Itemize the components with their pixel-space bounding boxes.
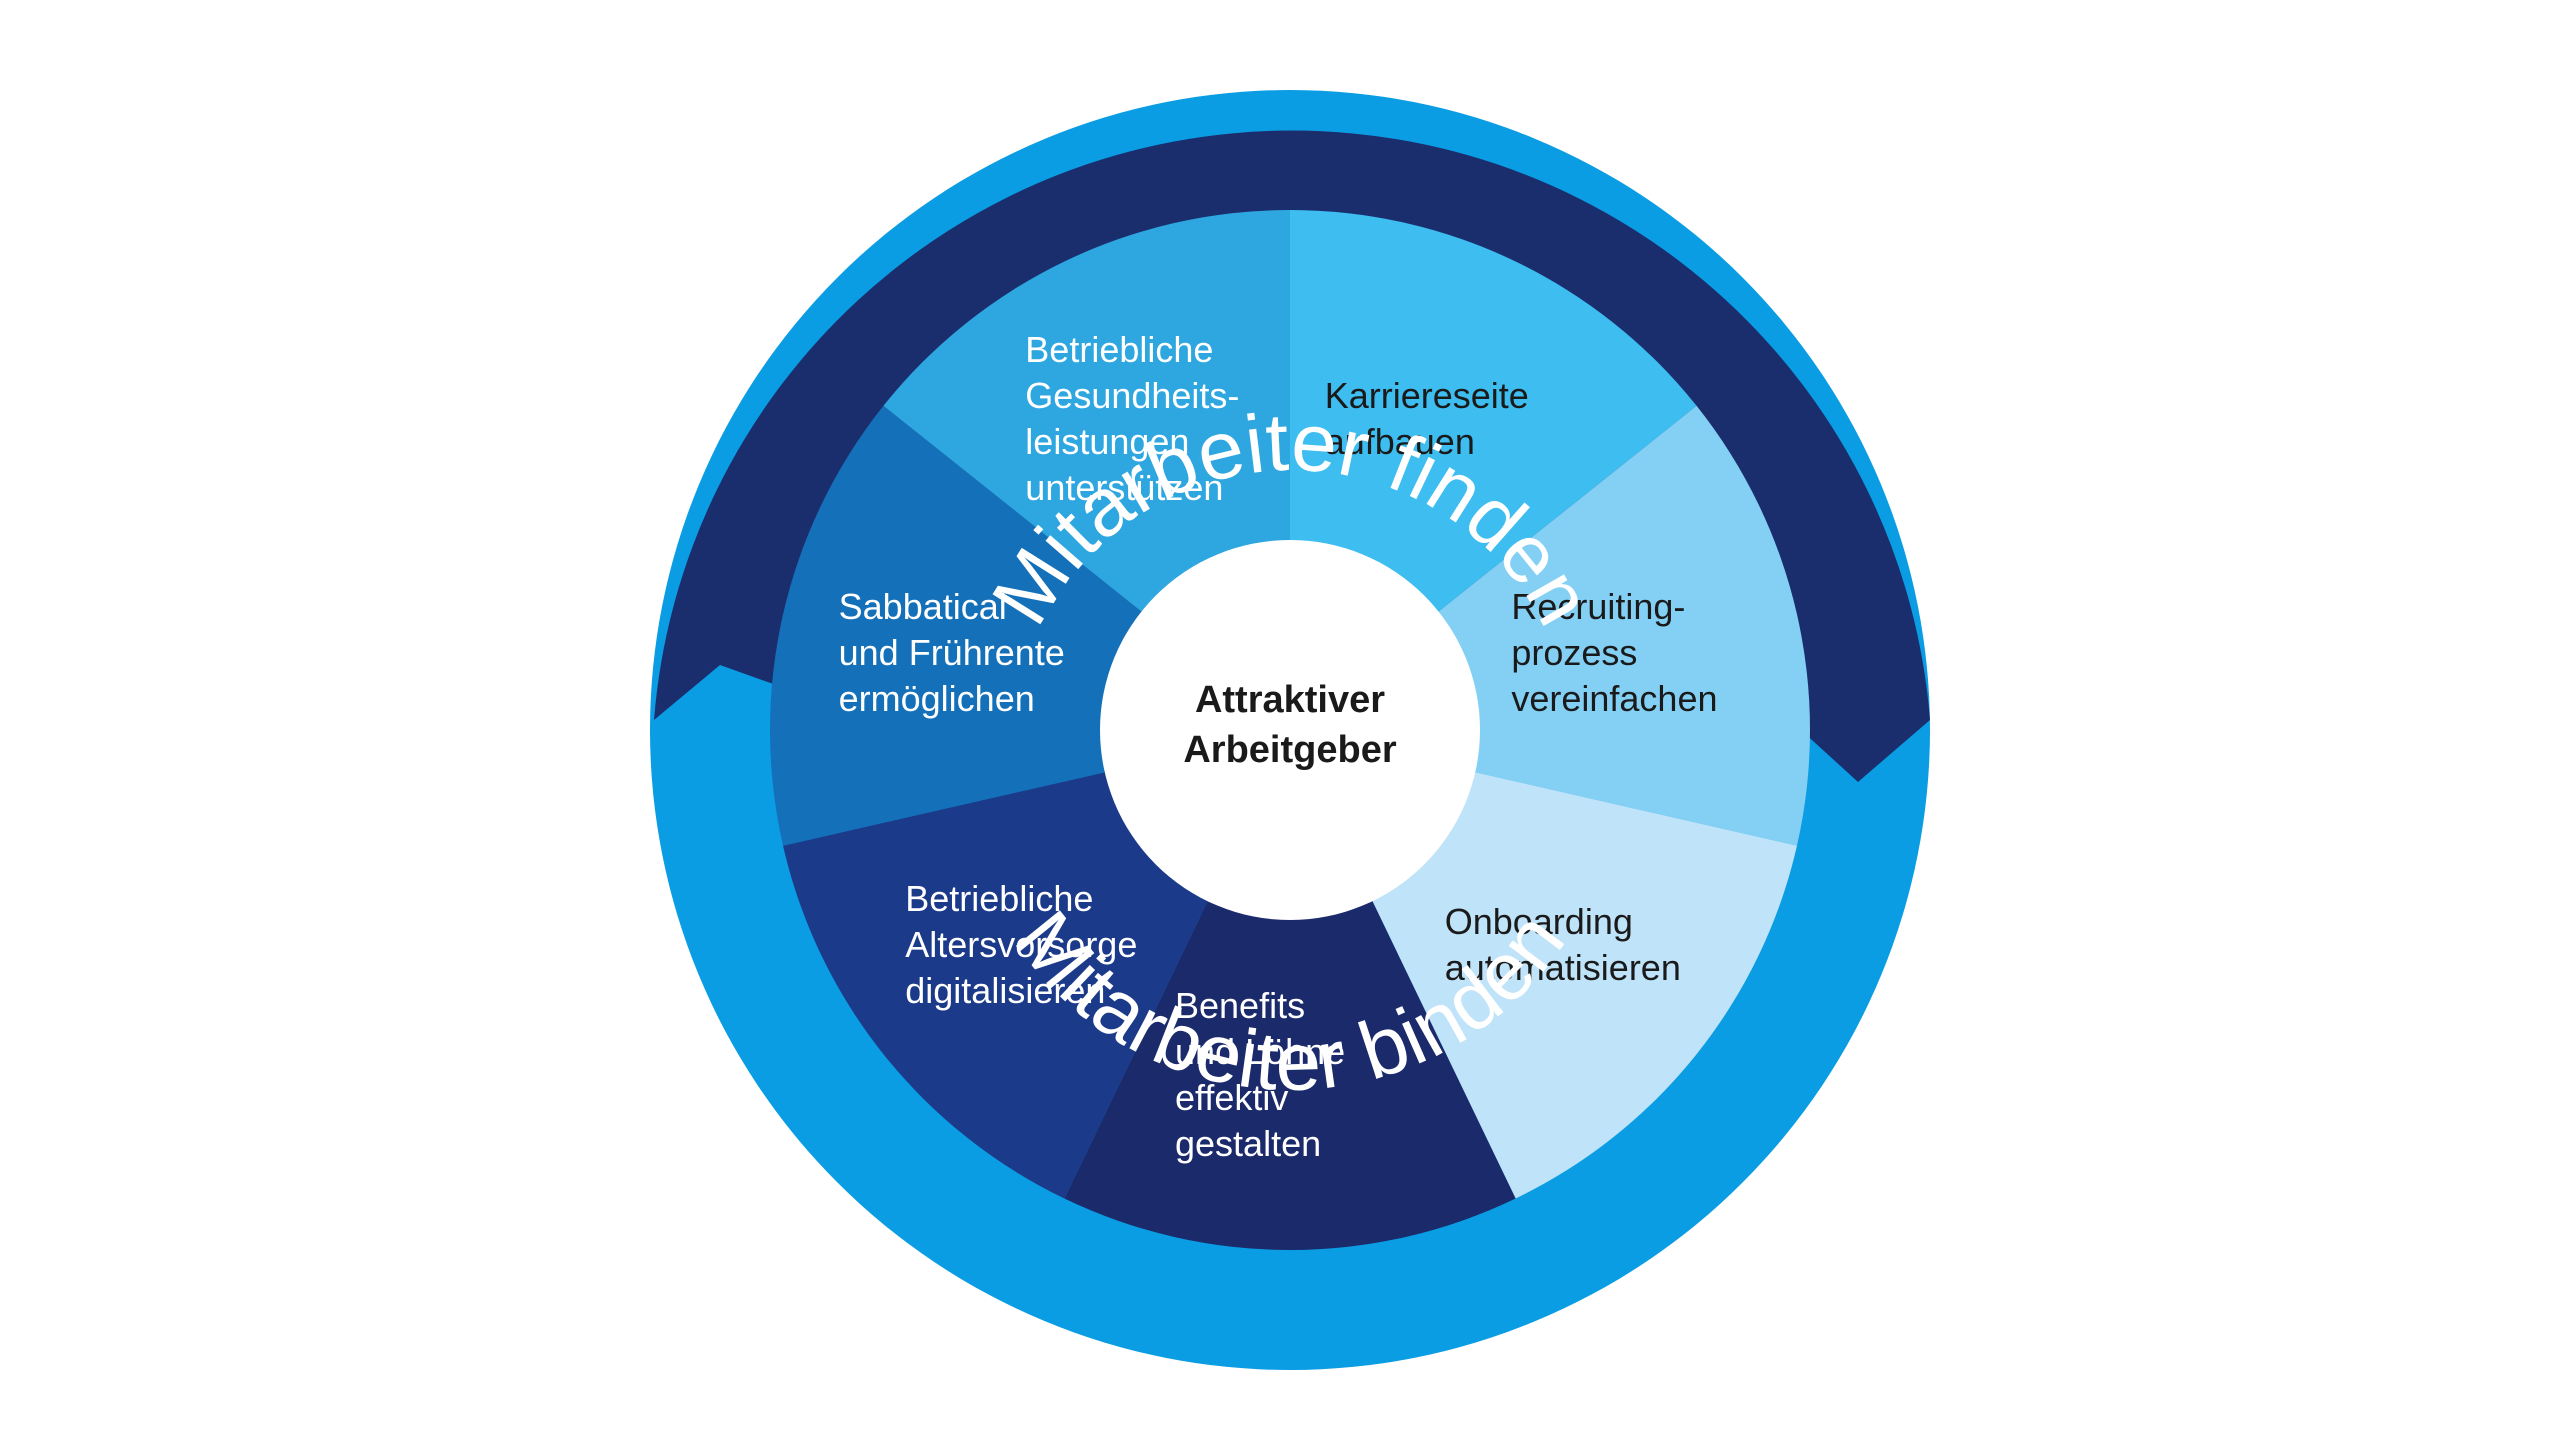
segment-label-line: ermöglichen [839,678,1035,719]
segment-label-line: gestalten [1175,1123,1321,1164]
center-circle [1100,540,1480,920]
segment-label-line: leistungen [1025,421,1189,462]
segment-label-line: effektiv [1175,1077,1288,1118]
center-label-line-2: Arbeitgeber [1183,729,1396,771]
segment-label-karriereseite: Karriereseite aufbauen [1325,375,1529,462]
segment-label-line: Betriebliche [905,878,1093,919]
segment-label-line: Altersvorsorge [905,924,1137,965]
segment-label-line: Onboarding [1445,901,1633,942]
segment-label-recruiting: Recruiting-prozess vereinfachen [1511,586,1717,719]
center-label-line-1: Attraktiver [1195,679,1385,721]
segment-benefits [1064,730,1516,1250]
segment-label-line: und Löhne [1175,1031,1345,1072]
segment-label-sabbatical: Sabbatical und Frührente ermöglichen [839,586,1065,719]
segment-label-line: Benefits [1175,985,1305,1026]
segment-label-line: vereinfachen [1511,678,1717,719]
segment-label-line: Sabbatical [839,586,1007,627]
segment-label-line: Gesundheits- [1025,375,1239,416]
segment-label-line: Karriereseite [1325,375,1529,416]
segment-label-benefits: Benefits und Löhne effektiv gestalten [1175,985,1345,1164]
segment-label-onboarding: Onboarding automatisieren [1445,901,1681,988]
segment-label-line: automatisieren [1445,947,1681,988]
segment-label-line: aufbauen [1325,421,1475,462]
segment-label-line: prozess [1511,632,1637,673]
segment-label-line: und Frührente [839,632,1065,673]
segment-label-line: Recruiting- [1511,586,1685,627]
segment-label-line: digitalisieren [905,970,1105,1011]
segment-label-line: Betriebliche [1025,329,1213,370]
segment-label-line: unterstützen [1025,467,1223,508]
